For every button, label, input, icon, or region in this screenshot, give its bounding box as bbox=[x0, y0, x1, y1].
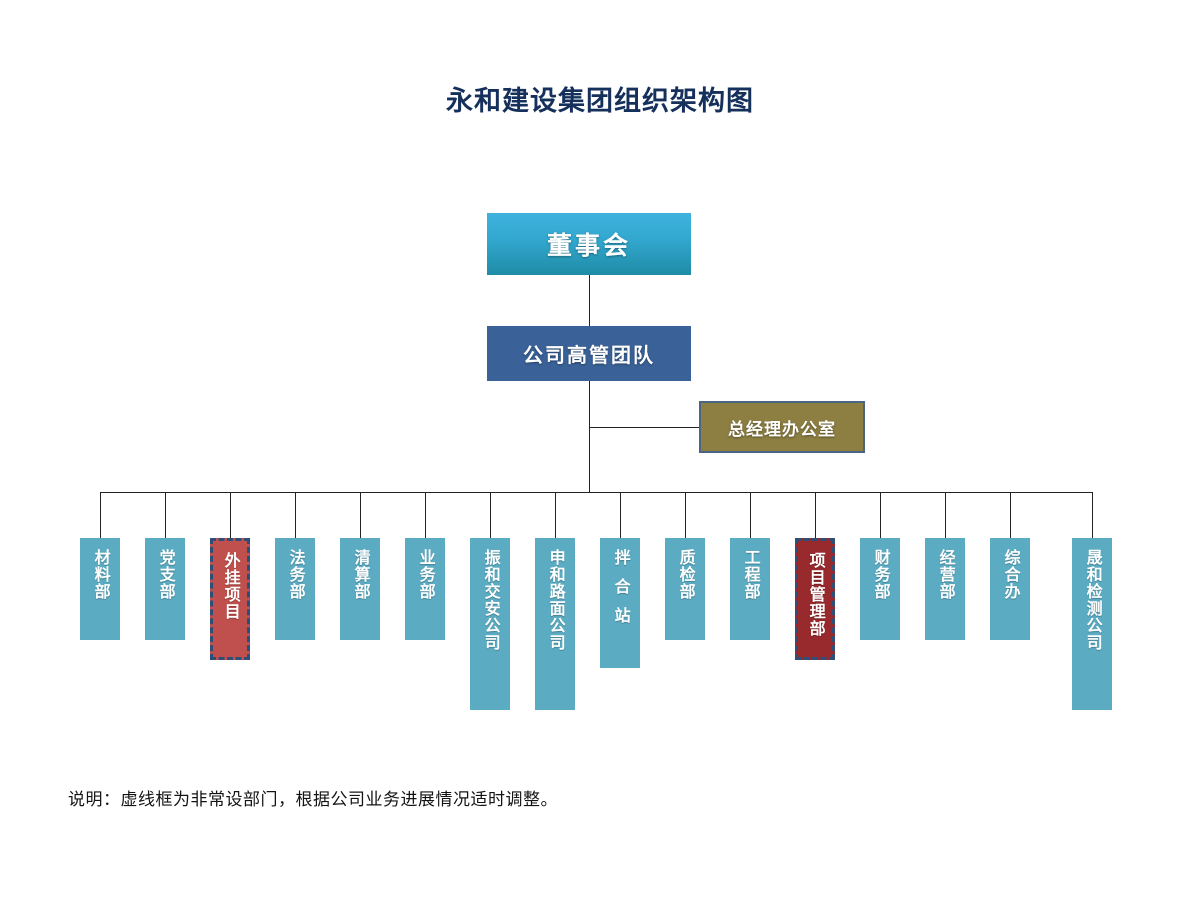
connector-board-to-executive bbox=[589, 275, 590, 326]
connector-department-drop bbox=[360, 492, 361, 538]
node-department[interactable]: 业务部 bbox=[405, 538, 445, 640]
connector-department-drop bbox=[295, 492, 296, 538]
node-department[interactable]: 拌合站 bbox=[600, 538, 640, 668]
connector-department-drop bbox=[945, 492, 946, 538]
connector-department-drop bbox=[750, 492, 751, 538]
node-department[interactable]: 党支部 bbox=[145, 538, 185, 640]
node-department-label: 综合办 bbox=[1001, 549, 1019, 600]
connector-department-bus bbox=[100, 492, 1092, 493]
node-general-manager-office[interactable]: 总经理办公室 bbox=[699, 401, 865, 453]
node-department-label: 申和路面公司 bbox=[546, 549, 564, 651]
connector-department-drop bbox=[100, 492, 101, 538]
node-department-label: 振和交安公司 bbox=[481, 549, 499, 651]
node-department-label: 清算部 bbox=[351, 549, 369, 600]
connector-department-drop bbox=[425, 492, 426, 538]
node-department[interactable]: 法务部 bbox=[275, 538, 315, 640]
node-department[interactable]: 财务部 bbox=[860, 538, 900, 640]
node-department[interactable]: 清算部 bbox=[340, 538, 380, 640]
node-department[interactable]: 工程部 bbox=[730, 538, 770, 640]
node-department-label: 业务部 bbox=[416, 549, 434, 600]
node-department-label: 晟和检测公司 bbox=[1083, 549, 1101, 651]
node-department[interactable]: 项目管理部 bbox=[795, 538, 835, 660]
connector-department-drop bbox=[815, 492, 816, 538]
node-board-of-directors[interactable]: 董事会 bbox=[487, 213, 691, 275]
node-executive-team[interactable]: 公司高管团队 bbox=[487, 326, 691, 381]
connector-department-drop bbox=[165, 492, 166, 538]
connector-department-drop bbox=[230, 492, 231, 538]
connector-department-drop bbox=[555, 492, 556, 538]
node-department-label: 财务部 bbox=[871, 549, 889, 600]
node-department-label: 工程部 bbox=[741, 549, 759, 600]
node-department[interactable]: 晟和检测公司 bbox=[1072, 538, 1112, 710]
connector-department-drop bbox=[1092, 492, 1093, 538]
page-title: 永和建设集团组织架构图 bbox=[446, 86, 754, 116]
node-general-manager-office-label: 总经理办公室 bbox=[728, 419, 836, 439]
node-department-label: 外挂项目 bbox=[221, 552, 239, 620]
node-department-label: 材料部 bbox=[91, 549, 109, 600]
connector-executive-trunk bbox=[589, 381, 590, 492]
node-department-label: 质检部 bbox=[676, 549, 694, 600]
node-department[interactable]: 质检部 bbox=[665, 538, 705, 640]
node-department[interactable]: 振和交安公司 bbox=[470, 538, 510, 710]
node-department[interactable]: 外挂项目 bbox=[210, 538, 250, 660]
connector-department-drop bbox=[685, 492, 686, 538]
node-department-label: 经营部 bbox=[936, 549, 954, 600]
connector-department-drop bbox=[620, 492, 621, 538]
footnote-note: 说明：虚线框为非常设部门，根据公司业务进展情况适时调整。 bbox=[68, 790, 558, 809]
node-department-label: 项目管理部 bbox=[806, 552, 824, 637]
node-department-label: 法务部 bbox=[286, 549, 304, 600]
connector-department-drop bbox=[490, 492, 491, 538]
node-department[interactable]: 材料部 bbox=[80, 538, 120, 640]
node-department-label: 拌合站 bbox=[611, 549, 629, 636]
node-department[interactable]: 申和路面公司 bbox=[535, 538, 575, 710]
connector-department-drop bbox=[1010, 492, 1011, 538]
node-department-label: 党支部 bbox=[156, 549, 174, 600]
connector-executive-to-gm-office bbox=[589, 427, 699, 428]
node-department[interactable]: 经营部 bbox=[925, 538, 965, 640]
connector-department-drop bbox=[880, 492, 881, 538]
node-department[interactable]: 综合办 bbox=[990, 538, 1030, 640]
node-executive-team-label: 公司高管团队 bbox=[523, 345, 655, 367]
node-board-label: 董事会 bbox=[546, 232, 631, 260]
